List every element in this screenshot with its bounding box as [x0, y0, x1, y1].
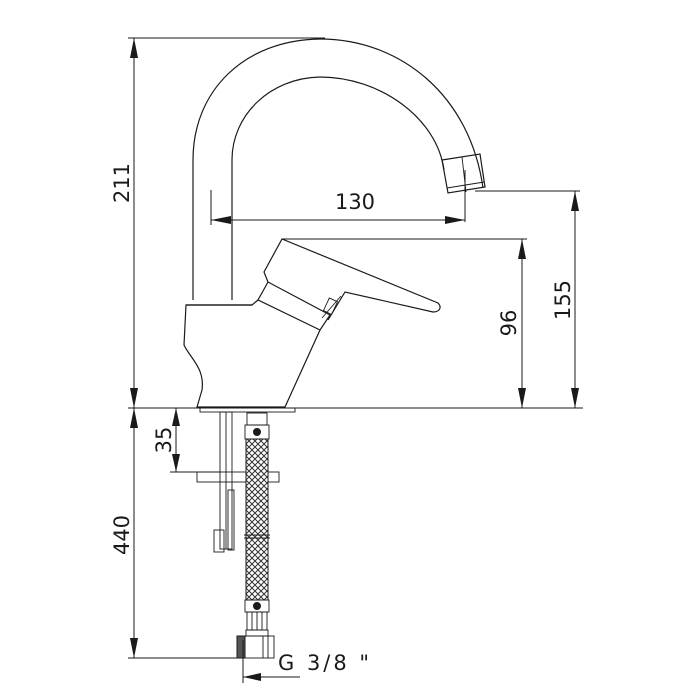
connection-nut — [236, 635, 246, 659]
aerator — [441, 153, 486, 194]
dimension-211: 211 — [110, 37, 325, 408]
dimension-label-35: 35 — [152, 427, 176, 454]
dimension-label-440: 440 — [110, 515, 134, 555]
rod-nut — [213, 529, 225, 553]
fixing-plate — [196, 471, 280, 483]
dimension-35: 35 — [152, 408, 220, 473]
lever-handle — [263, 238, 441, 321]
hose-top-fitting — [246, 412, 268, 426]
faucet-body — [128, 38, 583, 413]
dimension-label-155: 155 — [551, 280, 575, 320]
spout-outer-edge — [192, 38, 484, 300]
cartridge-ring — [257, 281, 331, 331]
lever-screw — [321, 295, 342, 319]
braided-hose — [245, 438, 269, 601]
dimension-96: 96 — [282, 238, 527, 408]
thread-callout: G 3/8 " — [242, 640, 372, 683]
mixer-body — [183, 299, 321, 408]
dimension-130: 130 — [210, 170, 466, 225]
thread-size-label: G 3/8 " — [278, 651, 372, 675]
dimension-label-96: 96 — [497, 310, 521, 337]
base-plate — [199, 407, 296, 413]
spout-inner-edge — [231, 76, 445, 300]
dimension-label-130: 130 — [335, 190, 375, 214]
supply-hose — [236, 412, 275, 659]
dimension-440: 440 — [110, 408, 240, 659]
dimension-155: 155 — [475, 190, 580, 408]
mounting-assembly — [196, 411, 280, 553]
dimension-label-211: 211 — [110, 163, 134, 203]
